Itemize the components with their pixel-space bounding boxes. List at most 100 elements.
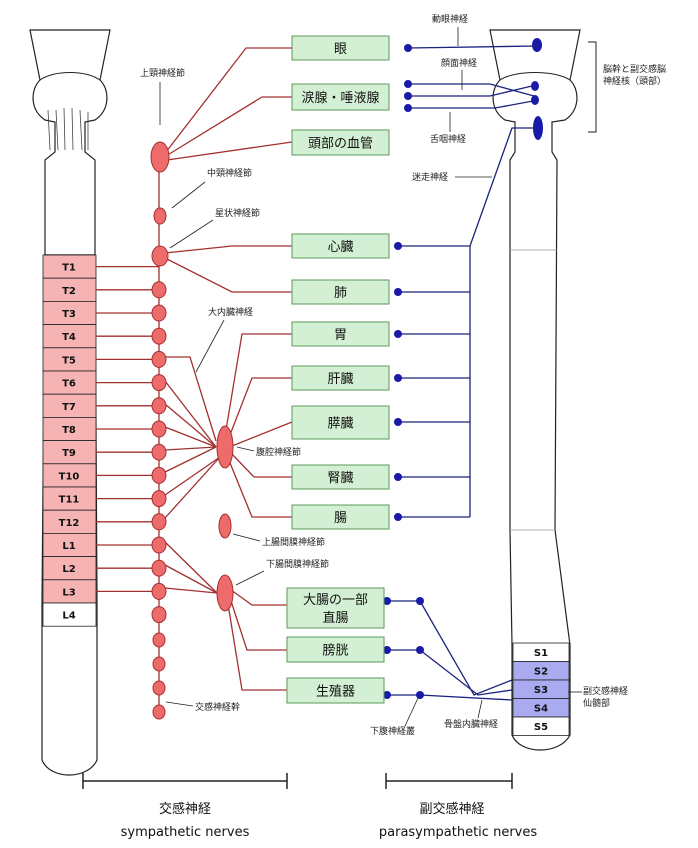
label-pelvic: 骨盤内臓神経	[444, 718, 498, 730]
label-hypogastric: 下腹神経叢	[370, 725, 415, 737]
label-middle-cervical: 中頸神経節	[207, 167, 252, 179]
chain-ganglion-L2	[151, 559, 167, 577]
ganglion-superior-cervical	[150, 141, 170, 173]
ganglion-celiac	[216, 425, 234, 469]
para-ganglion-dot-5	[394, 288, 402, 296]
segment-label-T8: T8	[62, 425, 76, 436]
organ-box-liver: 肝臓	[291, 365, 390, 391]
para-facial-1	[408, 83, 535, 97]
footer-parasympathetic-en: parasympathetic nerves	[379, 825, 537, 840]
nucleus-oculomotor	[532, 38, 542, 52]
label-sympathetic-trunk: 交感神経幹	[195, 701, 240, 713]
organ-label-heart: 心臓	[327, 240, 353, 255]
organ-label-genitals: 生殖器	[316, 684, 355, 700]
symp-to-kidney	[229, 451, 292, 478]
organ-box-bladder: 膀胱	[286, 636, 385, 663]
splanchnic-2	[164, 403, 217, 448]
symp-to-eye	[165, 47, 292, 153]
segment-label-T9: T9	[62, 448, 76, 459]
chain-ganglion-T3	[151, 304, 167, 322]
organ-box-intestine: 腸	[291, 504, 390, 530]
label-sacral-line1: 副交感神経	[583, 685, 628, 697]
segment-label-T10: T10	[59, 471, 80, 482]
symp-to-stomach	[224, 333, 292, 437]
para-glossopharyngeal	[408, 100, 534, 109]
chain-ganglion-L3	[151, 582, 167, 600]
footer-parasympathetic-jp: 副交感神経	[419, 801, 484, 817]
organ-label-kidney: 腎臓	[327, 471, 353, 486]
segment-label-S4: S4	[534, 704, 548, 715]
lumbar-splanchnic-1	[164, 564, 218, 594]
organ-box-lung: 肺	[291, 279, 390, 305]
label-vagus: 迷走神経	[412, 171, 448, 183]
symp-to-liver	[227, 377, 292, 441]
para-ganglion-dot-16	[416, 691, 424, 699]
para-ganglion-dot-7	[394, 374, 402, 382]
para-ganglion-dot-8	[394, 418, 402, 426]
organ-label-pancreas: 膵臓	[327, 417, 353, 432]
label-facial: 顔面神経	[441, 57, 477, 69]
organ-box-head_vessels: 頭部の血管	[291, 129, 390, 156]
footer: 交感神経 sympathetic nerves 副交感神経 parasympat…	[82, 773, 537, 840]
para-ganglion-dot-2	[404, 92, 412, 100]
organ-label-eye: 眼	[334, 42, 347, 57]
chain-ganglion-T6	[151, 374, 167, 392]
para-facial-2	[408, 85, 533, 97]
para-ganglion-dot-6	[394, 330, 402, 338]
ganglion-superior-mesenteric	[218, 513, 232, 539]
symp-to-intestine	[227, 457, 292, 518]
lower-splanchnic-1	[164, 456, 221, 519]
organ-label-colon: 大腸の一部	[303, 593, 368, 608]
label-sacral-line2: 仙髄部	[583, 697, 610, 709]
lumbar-splanchnic-0	[164, 541, 218, 594]
segment-label-S3: S3	[534, 685, 548, 696]
label-stellate: 星状神経節	[215, 207, 260, 219]
segment-label-T3: T3	[62, 309, 76, 320]
label-brainstem-line2: 神経核（頭部）	[603, 75, 666, 87]
sympathetic-range-bracket	[82, 773, 288, 789]
organ-label2-colon: 直腸	[322, 611, 348, 626]
para-ganglion-dot-9	[394, 473, 402, 481]
parasympathetic-range-bracket	[385, 773, 513, 789]
segment-label-T2: T2	[62, 286, 76, 297]
pelvic-2	[419, 649, 513, 696]
para-ganglion-dot-0	[404, 44, 412, 52]
organ-box-glands: 涙腺・唾液腺	[291, 83, 390, 111]
organ-label-head_vessels: 頭部の血管	[308, 137, 373, 152]
pelvic-3	[419, 694, 513, 701]
nucleus-vagus	[533, 116, 543, 140]
organ-label-stomach: 胃	[334, 328, 347, 343]
symp-to-genitals	[227, 603, 287, 691]
segment-L4	[42, 602, 97, 627]
left-brainstem-shape	[29, 29, 111, 256]
segment-label-T1: T1	[62, 263, 76, 274]
chain-ganglion-T9	[151, 443, 167, 461]
lower-splanchnic-0	[164, 456, 221, 496]
para-ganglion-dot-12	[416, 597, 424, 605]
splanchnic-3	[164, 426, 217, 448]
segment-label-L3: L3	[62, 587, 75, 598]
organ-label-glands: 涙腺・唾液腺	[301, 90, 379, 106]
segment-label-T7: T7	[62, 402, 76, 413]
segment-label-T4: T4	[62, 332, 76, 343]
pelvic-1	[419, 600, 513, 696]
chain-ganglion-T5	[151, 350, 167, 368]
para-ganglion-dot-11	[383, 597, 391, 605]
chain-ganglion-lower-3	[152, 680, 166, 696]
para-oculomotor	[407, 45, 538, 49]
sympathetic-nerve-lines	[96, 47, 293, 715]
chain-ganglion-T10	[151, 466, 167, 484]
organ-box-heart: 心臓	[291, 233, 390, 259]
label-superior-mesenteric: 上腸間膜神経節	[262, 536, 325, 548]
label-celiac: 腹腔神経節	[256, 446, 301, 458]
organ-label-lung: 肺	[334, 286, 347, 301]
segment-label-S5: S5	[534, 722, 548, 733]
footer-sympathetic-jp: 交感神経	[159, 801, 211, 817]
organ-label-intestine: 腸	[334, 511, 347, 526]
ganglion-middle-cervical	[153, 207, 167, 225]
splanchnic-0	[165, 356, 217, 442]
